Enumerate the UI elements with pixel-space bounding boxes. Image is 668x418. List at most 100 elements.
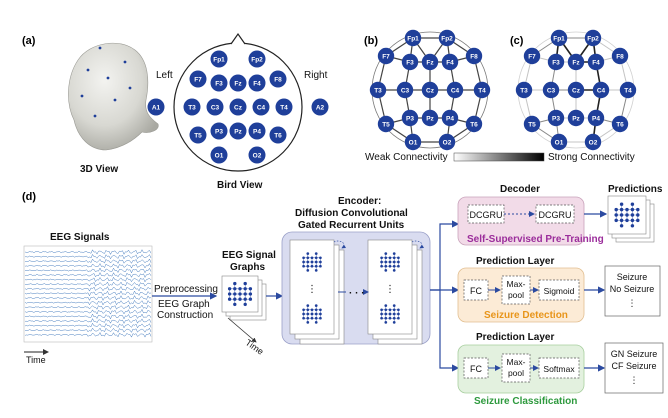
detection-output-2: No Seizure (610, 284, 655, 294)
mini-graph-node (243, 297, 247, 301)
mini-graph-node (238, 297, 242, 301)
encoder-title-1: Encoder: (338, 196, 381, 207)
mini-graph-node (388, 260, 392, 264)
classification-output-box (604, 342, 664, 394)
electrode-label-a1: A1 (152, 104, 161, 111)
branch-arrow-decoder (430, 220, 460, 291)
classification-fc-block (463, 357, 489, 379)
electrode-o2 (248, 146, 266, 164)
classification-softmax-block (538, 357, 580, 379)
mini-graph-node (619, 213, 624, 217)
detection-maxpool-label-1: Max- (507, 279, 526, 289)
eeg-trace (25, 253, 152, 260)
graphB-node-o1 (404, 133, 422, 151)
detection-sigmoid-label: Sigmoid (544, 286, 575, 296)
decoder-dcgru-cell-2-label: DCGRU (539, 210, 572, 220)
eeg-trace (24, 276, 152, 283)
graphB-label-t4: T4 (478, 87, 486, 94)
electrode-label-fz: Fz (234, 80, 242, 87)
electrode-a1 (147, 98, 165, 116)
electrode-f8 (269, 70, 287, 88)
graphC-label-t4: T4 (624, 87, 632, 94)
graphB-label-pz: Pz (426, 115, 434, 122)
graphB-label-p3: P3 (406, 115, 414, 122)
mini-graph-node (314, 312, 318, 316)
mini-graph-node (384, 304, 388, 307)
mini-graph-node (630, 207, 635, 212)
graphB-label-c3: C3 (401, 87, 410, 94)
graphC-node-c3 (542, 81, 560, 99)
graphB-label-f3: F3 (406, 59, 414, 66)
mini-graph-node (302, 260, 305, 264)
graphC-label-fp1: Fp1 (553, 35, 565, 42)
graphC-label-t3: T3 (520, 87, 528, 94)
mini-graph-node (302, 256, 305, 260)
predictions-title: Predictions (608, 184, 663, 195)
graphB-node-pz (421, 109, 439, 127)
graphC-node-p4 (587, 109, 605, 127)
panel-label-a: (a) (22, 35, 36, 47)
mini-graph-node (397, 312, 400, 316)
bird-view-nose (230, 32, 246, 45)
mini-graph-node (397, 256, 400, 260)
preprocessing-label: Preprocessing (154, 284, 218, 295)
graphB-node-fp1 (404, 29, 422, 47)
mini-graph-node (636, 207, 640, 212)
mini-graph-node (636, 213, 640, 217)
eeg-trace (24, 295, 152, 301)
mini-graph-node (238, 287, 242, 291)
mini-graph-node (314, 304, 318, 307)
mini-graph-node (302, 316, 305, 320)
mini-graph-node (619, 224, 624, 228)
legend-weak-label: Weak Connectivity (365, 152, 448, 163)
classification-maxpool-label-1: Max- (507, 357, 526, 367)
eeg-trace (24, 331, 152, 338)
mini-graph-node (380, 256, 383, 260)
encoder-stack-2: ⋮ (367, 239, 425, 345)
mini-graph-node (625, 213, 629, 217)
mini-graph-node (306, 264, 310, 268)
graphC-node-t3 (515, 81, 533, 99)
classification-title: Prediction Layer (476, 332, 554, 343)
eeg-signal-graph-stack (221, 275, 267, 321)
graphB-label-t5: T5 (382, 121, 390, 128)
mini-graph-node (314, 256, 318, 260)
electrode-fz (229, 74, 247, 92)
mini-graph-node (384, 264, 388, 268)
mini-graph-node (233, 287, 237, 291)
mini-graph-node (630, 224, 635, 228)
mini-graph-node (392, 256, 396, 260)
eeg-trace (24, 285, 152, 292)
graphB-node-f8 (465, 47, 483, 65)
mini-graph-node (233, 281, 237, 286)
graphB-label-fp2: Fp2 (441, 35, 453, 42)
electrode-p4 (248, 122, 266, 140)
graphB-node-cz (421, 81, 439, 99)
electrode-f7 (189, 70, 207, 88)
graphB-node-f4 (441, 53, 459, 71)
eeg-trace (24, 290, 152, 297)
mini-graph-node (614, 218, 618, 223)
graphB-label-c4: C4 (451, 87, 460, 94)
electrode-pz (229, 122, 247, 140)
mini-graph-node (392, 316, 396, 320)
branch-arrow-classification (439, 290, 460, 372)
mini-graph-node (392, 312, 396, 316)
graphB-node-c4 (446, 81, 464, 99)
encoder-stack-1: ⋮ (289, 239, 347, 345)
mini-graph-node (243, 292, 247, 296)
mini-graph-node (306, 316, 310, 320)
electrode-a2 (311, 98, 329, 116)
mini-graph-node (233, 297, 237, 301)
mini-graph-node (319, 264, 322, 268)
electrode-label-p4: P4 (253, 128, 261, 135)
classification-output-2: CF Seizure (611, 361, 656, 371)
mini-graph-node (319, 256, 322, 260)
panel-label-d: (d) (22, 191, 36, 203)
graphB-label-f8: F8 (470, 53, 478, 60)
electrode-t3 (183, 98, 201, 116)
classification-output-3: ⋮ (630, 375, 639, 385)
mini-graph-node (380, 308, 383, 312)
electrode-label-cz: Cz (234, 104, 243, 111)
